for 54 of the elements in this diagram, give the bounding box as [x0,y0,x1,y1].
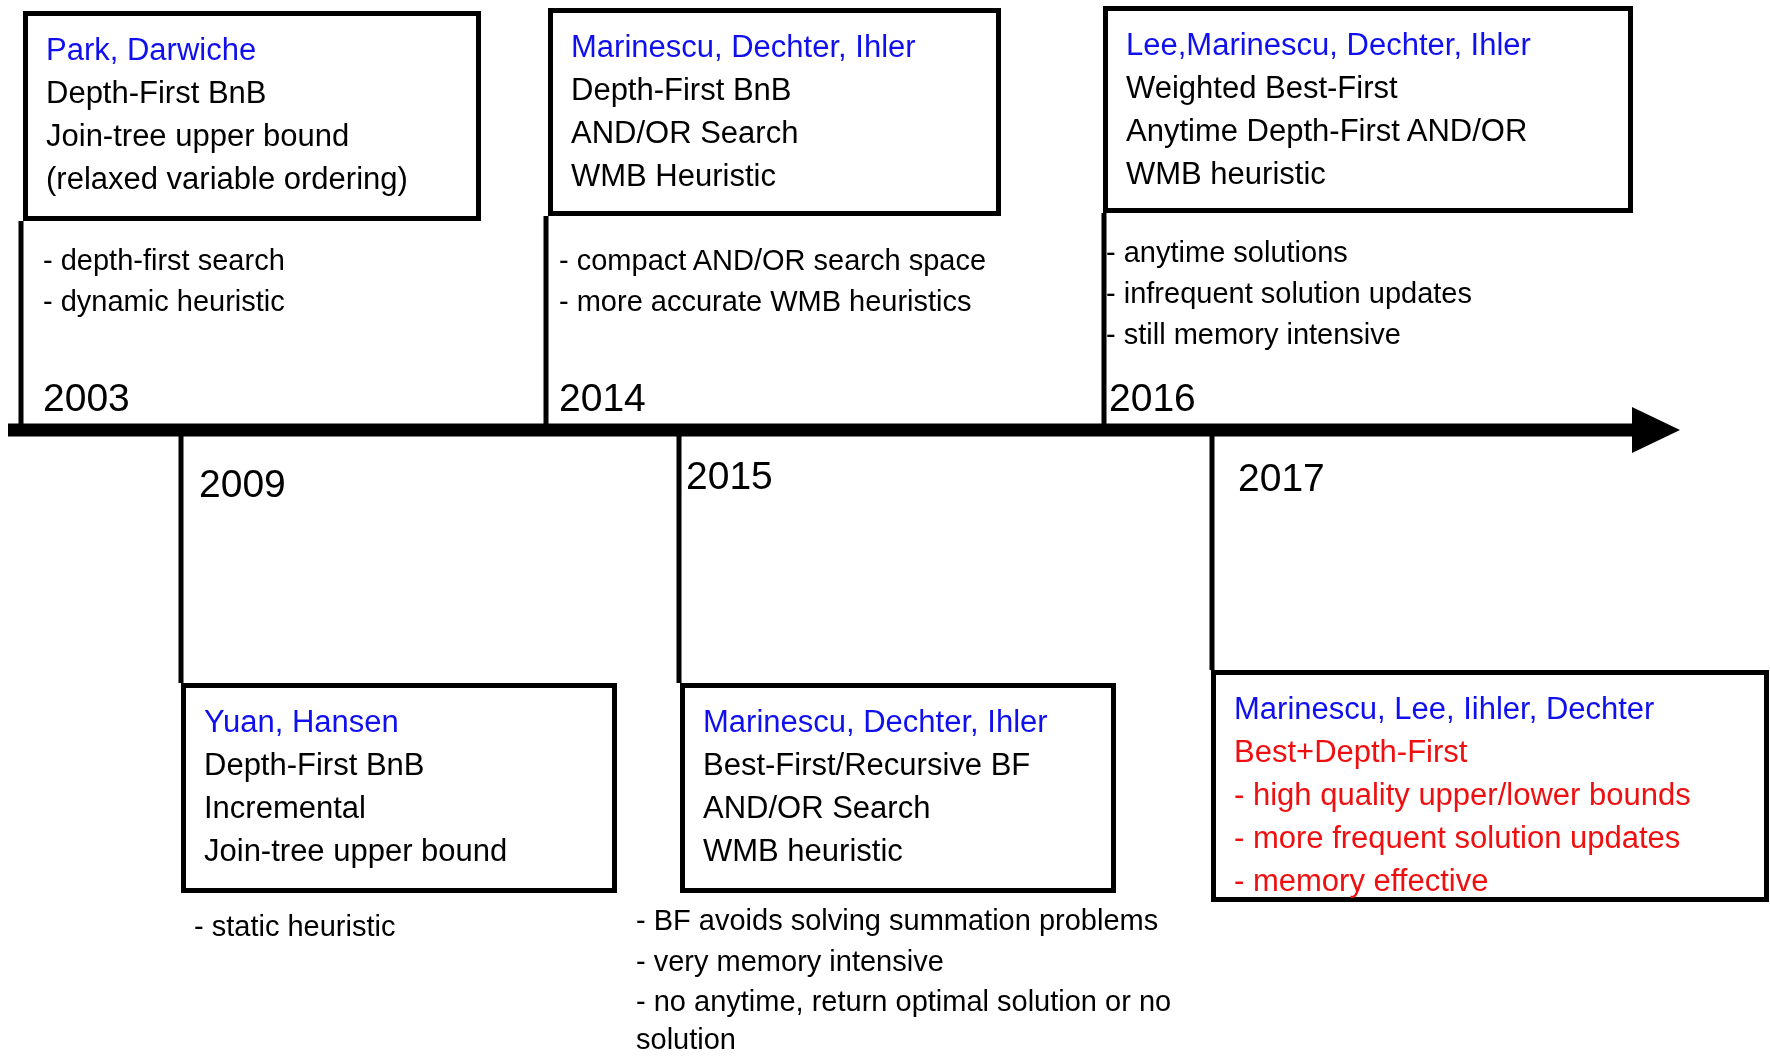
note-text: - compact AND/OR search space [559,243,987,278]
milestone-box [1103,6,1633,213]
milestone-box [680,683,1116,893]
method-text: Depth-First BnB [204,746,426,784]
leader-line [1101,213,1107,424]
method-text: Join-tree upper bound [204,832,509,870]
method-text: Depth-First BnB [571,71,793,109]
note-text: - depth-first search [43,243,285,278]
author-names: Marinescu, Lee, Iihler, Dechter [1234,690,1656,728]
note-text: - dynamic heuristic [43,284,285,319]
note-text: - infrequent solution updates [1106,276,1472,311]
method-text: - more frequent solution updates [1234,819,1682,857]
method-text: AND/OR Search [571,114,800,152]
method-text: - memory effective [1234,862,1490,900]
year-label: 2009 [199,462,286,506]
year-label: 2016 [1109,376,1196,420]
note-text: - BF avoids solving summation problems [636,903,1159,938]
milestone-box [548,8,1001,216]
method-text: Weighted Best-First [1126,69,1399,107]
note-text: - no anytime, return optimal solution or no solution [636,984,1173,1057]
method-text: (relaxed variable ordering) [46,160,409,198]
milestone-box [1211,670,1769,902]
method-text: Depth-First BnB [46,74,268,112]
method-text: Anytime Depth-First AND/OR [1126,112,1529,150]
author-names: Park, Darwiche [46,31,258,69]
method-text: AND/OR Search [703,789,932,827]
note-text: - very memory intensive [636,944,944,979]
method-text: - high quality upper/lower bounds [1234,776,1692,814]
note-text: - more accurate WMB heuristics [559,284,972,319]
leader-line [18,221,24,424]
year-label: 2014 [559,376,646,420]
method-text: Incremental [204,789,367,827]
method-text: Best+Depth-First [1234,733,1469,771]
note-text: - anytime solutions [1106,235,1348,270]
milestone-box [181,683,617,893]
method-text: Join-tree upper bound [46,117,351,155]
year-label: 2017 [1238,456,1325,500]
leader-line [676,436,682,683]
note-text: - still memory intensive [1106,317,1401,352]
year-label: 2015 [686,454,773,498]
method-text: WMB Heuristic [571,157,777,195]
method-text: Best-First/Recursive BF [703,746,1032,784]
leader-line [543,216,549,424]
note-text: - static heuristic [194,909,396,944]
milestone-box [23,11,481,221]
author-names: Marinescu, Dechter, Ihler [703,703,1049,741]
year-label: 2003 [43,376,130,420]
method-text: WMB heuristic [703,832,904,870]
leader-line [1209,436,1215,670]
author-names: Marinescu, Dechter, Ihler [571,28,917,66]
author-names: Yuan, Hansen [204,703,400,741]
leader-line [178,436,184,683]
method-text: WMB heuristic [1126,155,1327,193]
author-names: Lee,Marinescu, Dechter, Ihler [1126,26,1532,64]
